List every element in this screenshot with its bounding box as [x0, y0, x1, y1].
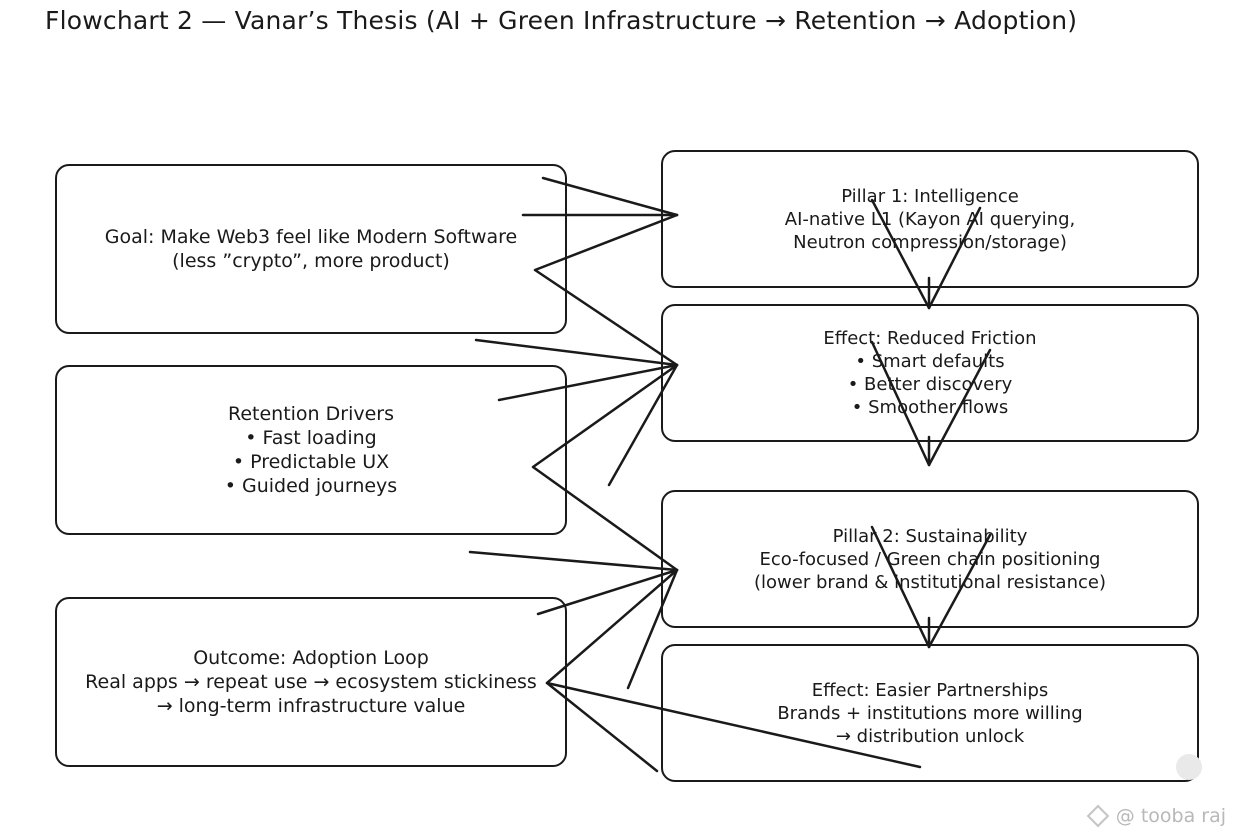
outcome-line-1: Outcome: Adoption Loop — [193, 647, 429, 669]
effect1-box: Effect: Reduced Friction • Smart default… — [661, 304, 1199, 442]
watermark: @ tooba raj — [1086, 804, 1226, 828]
pillar2-box: Pillar 2: Sustainability Eco-focused / G… — [661, 490, 1199, 628]
outcome-box: Outcome: Adoption Loop Real apps → repea… — [55, 597, 567, 767]
retention-line-3: • Predictable UX — [232, 451, 390, 473]
diagram-title: Flowchart 2 — Vanar’s Thesis (AI + Green… — [45, 6, 1078, 35]
scroll-indicator — [1176, 754, 1202, 780]
watermark-text: @ tooba raj — [1115, 805, 1226, 827]
retention-line-2: • Fast loading — [245, 427, 377, 449]
retention-line-4: • Guided journeys — [224, 475, 398, 497]
outcome-line-3: → long-term infrastructure value — [156, 695, 466, 717]
goal-box: Goal: Make Web3 feel like Modern Softwar… — [55, 164, 567, 334]
effect2-line-1: Effect: Easier Partnerships — [811, 679, 1049, 701]
effect1-line-4: • Smoother flows — [851, 397, 1009, 418]
effect1-line-3: • Better discovery — [847, 374, 1013, 395]
arrow-to-pillar2 — [468, 550, 679, 572]
watermark-logo-icon — [1086, 804, 1110, 828]
pillar1-box: Pillar 1: Intelligence AI-native L1 (Kay… — [661, 150, 1199, 288]
effect2-line-3: → distribution unlock — [835, 725, 1025, 747]
effect1-line-2: • Smart defaults — [855, 351, 1005, 372]
goal-line-1: Goal: Make Web3 feel like Modern Softwar… — [104, 226, 518, 248]
goal-line-2: (less ”crypto”, more product) — [172, 250, 450, 272]
retention-drivers-box: Retention Drivers • Fast loading • Predi… — [55, 365, 567, 535]
outcome-line-2: Real apps → repeat use → ecosystem stick… — [85, 671, 537, 693]
effect2-box: Effect: Easier Partnerships Brands + ins… — [661, 644, 1199, 782]
pillar1-line-1: Pillar 1: Intelligence — [841, 185, 1019, 207]
pillar2-line-1: Pillar 2: Sustainability — [832, 525, 1028, 547]
retention-line-1: Retention Drivers — [227, 403, 395, 425]
effect1-line-1: Effect: Reduced Friction — [823, 328, 1037, 349]
arrow-retention-to-effect1 — [474, 338, 679, 367]
pillar1-line-2: AI-native L1 (Kayon AI querying, — [784, 208, 1076, 230]
pillar2-line-2: Eco-focused / Green chain positioning — [759, 548, 1101, 570]
pillar1-line-3: Neutron compression/storage) — [793, 231, 1067, 253]
pillar2-line-3: (lower brand & institutional resistance) — [754, 571, 1106, 593]
effect2-line-2: Brands + institutions more willing — [777, 702, 1083, 724]
